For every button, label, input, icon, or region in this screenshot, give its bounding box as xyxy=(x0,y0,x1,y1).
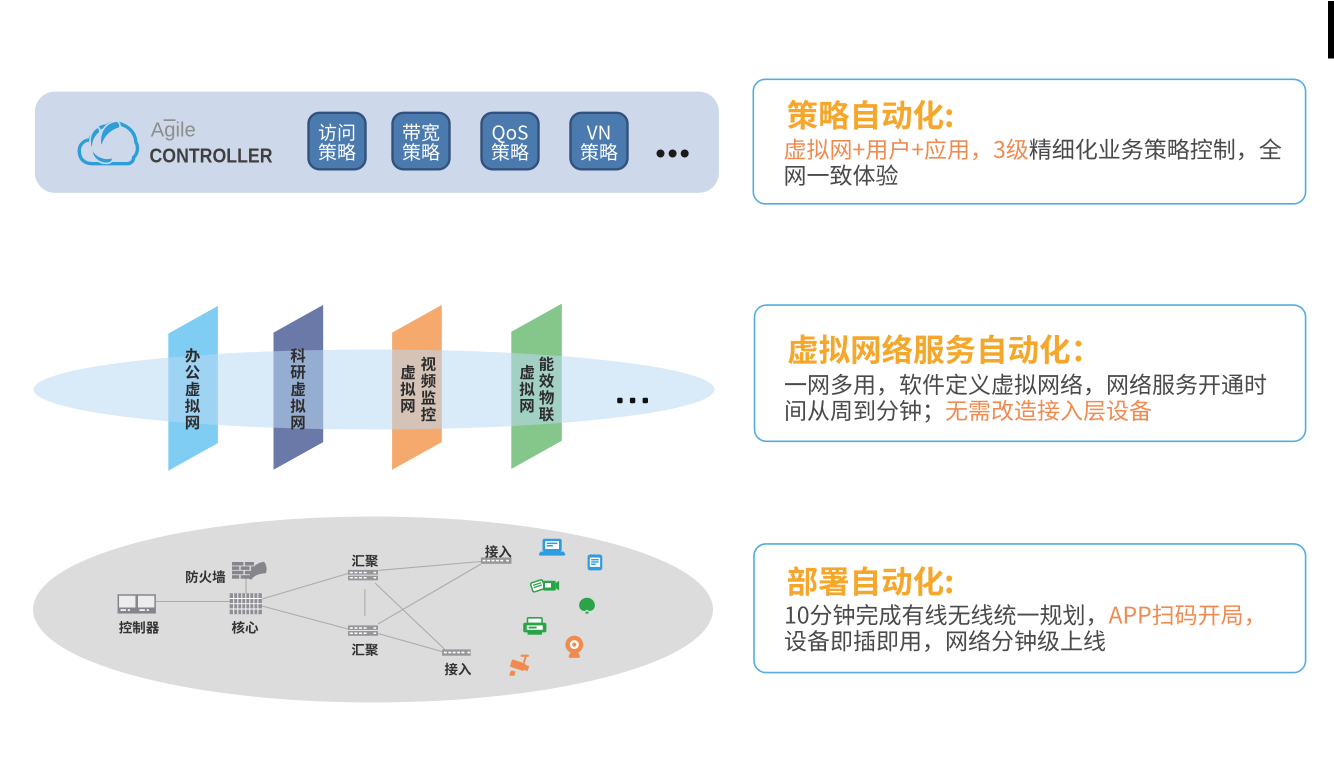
svg-text:Agile: Agile xyxy=(151,120,196,142)
svg-text:CONTROLLER: CONTROLLER xyxy=(150,145,273,168)
